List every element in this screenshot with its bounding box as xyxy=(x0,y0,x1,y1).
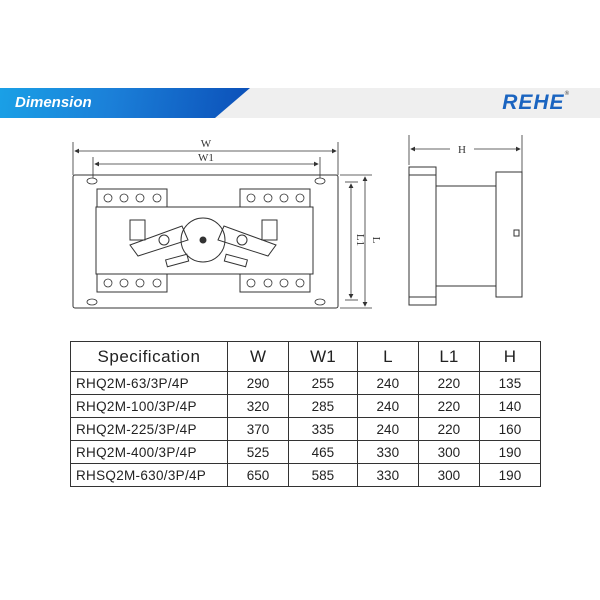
spec-value-cell: 160 xyxy=(478,417,542,441)
spec-model-cell: RHQ2M-225/3P/4P xyxy=(70,417,228,441)
spec-value-cell: 190 xyxy=(478,463,542,487)
spec-value-cell: 240 xyxy=(356,417,419,441)
spec-value-cell: 220 xyxy=(417,394,480,418)
label-l: L xyxy=(370,237,382,244)
front-view xyxy=(72,174,339,309)
table-header-row: Specification W W1 L L1 H xyxy=(70,341,542,372)
spec-value-cell: 335 xyxy=(288,417,358,441)
dimension-lines xyxy=(72,135,523,309)
spec-value-cell: 285 xyxy=(288,394,358,418)
spec-model-cell: RHQ2M-100/3P/4P xyxy=(70,394,228,418)
spec-value-cell: 135 xyxy=(478,371,542,395)
spec-value-cell: 370 xyxy=(226,417,290,441)
col-header-w1: W1 xyxy=(288,341,358,372)
spec-value-cell: 300 xyxy=(417,463,480,487)
spec-value-cell: 190 xyxy=(478,440,542,464)
col-header-w: W xyxy=(226,341,290,372)
spec-value-cell: 650 xyxy=(226,463,290,487)
label-l1: L1 xyxy=(354,234,366,246)
section-title: Dimension xyxy=(15,94,92,111)
brand-logo: REHE® xyxy=(502,91,570,114)
side-view xyxy=(408,166,523,306)
spec-value-cell: 465 xyxy=(288,440,358,464)
spec-value-cell: 525 xyxy=(226,440,290,464)
spec-value-cell: 240 xyxy=(356,371,419,395)
spec-table: Specification W W1 L L1 H RHQ2M-63/3P/4P… xyxy=(70,341,542,487)
label-h: H xyxy=(458,144,466,156)
col-header-h: H xyxy=(478,341,542,372)
spec-value-cell: 330 xyxy=(356,440,419,464)
col-header-l1: L1 xyxy=(417,341,480,372)
spec-model-cell: RHSQ2M-630/3P/4P xyxy=(70,463,228,487)
header-accent xyxy=(0,88,250,118)
spec-value-cell: 140 xyxy=(478,394,542,418)
spec-value-cell: 220 xyxy=(417,417,480,441)
label-w: W xyxy=(201,138,212,150)
dimension-drawing: W W1 H L L1 xyxy=(72,135,523,309)
spec-value-cell: 220 xyxy=(417,371,480,395)
spec-value-cell: 255 xyxy=(288,371,358,395)
spec-model-cell: RHQ2M-63/3P/4P xyxy=(70,371,228,395)
spec-value-cell: 240 xyxy=(356,394,419,418)
col-header-l: L xyxy=(356,341,419,372)
spec-model-cell: RHQ2M-400/3P/4P xyxy=(70,440,228,464)
col-header-specification: Specification xyxy=(70,341,228,372)
label-w1: W1 xyxy=(198,152,214,164)
spec-value-cell: 300 xyxy=(417,440,480,464)
spec-value-cell: 320 xyxy=(226,394,290,418)
spec-value-cell: 290 xyxy=(226,371,290,395)
spec-value-cell: 330 xyxy=(356,463,419,487)
spec-value-cell: 585 xyxy=(288,463,358,487)
